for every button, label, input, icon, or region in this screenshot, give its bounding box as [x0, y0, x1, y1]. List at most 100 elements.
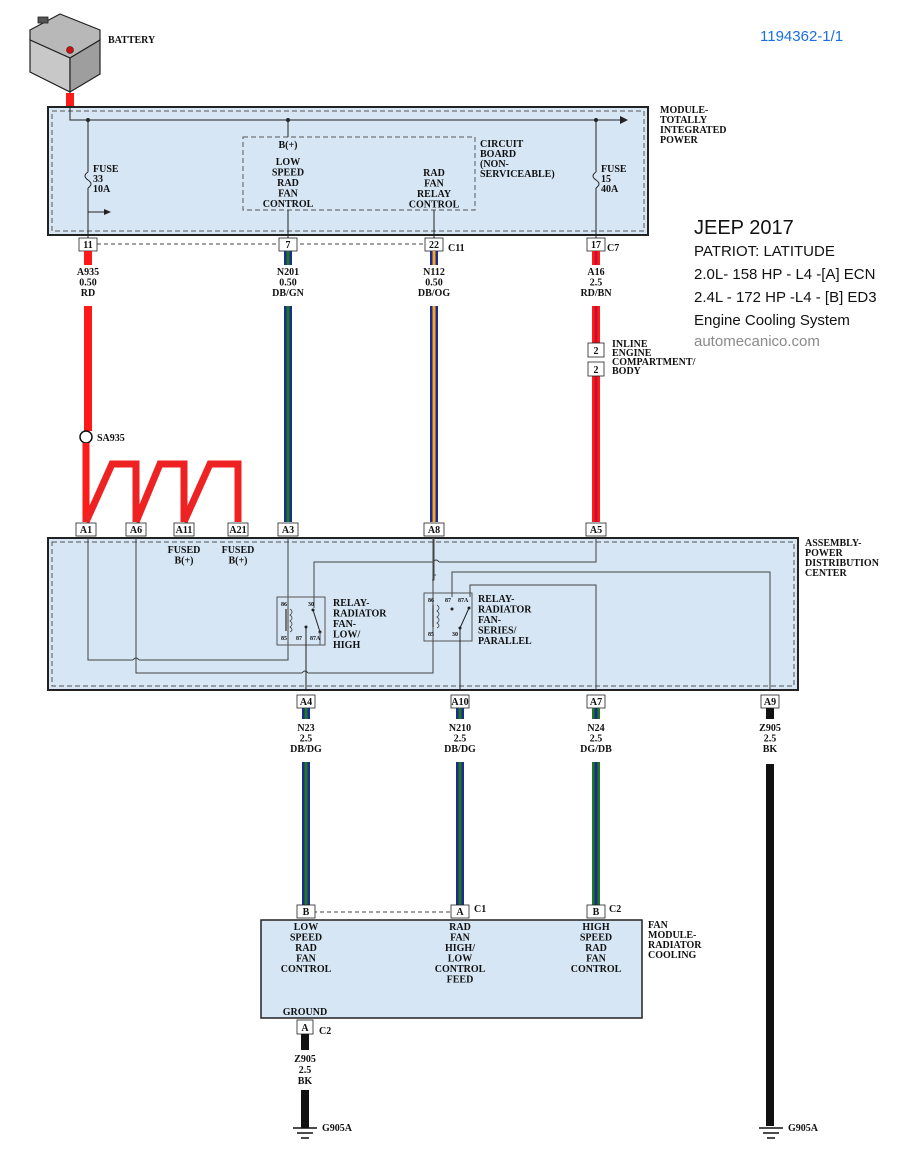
low-speed-line: FAN — [278, 189, 299, 200]
fuse15-text-line: 40A — [601, 184, 619, 195]
ground-icon — [293, 1127, 317, 1139]
relay-control-line: RAD — [423, 168, 445, 179]
pdc-name-line: CENTER — [805, 568, 847, 579]
wire-label: 0.50 — [79, 278, 97, 289]
fan-module — [260, 919, 643, 1019]
ground-connector-label: C2 — [319, 1026, 331, 1037]
title-engine-a: 2.0L- 158 HP - L4 -[A] ECN — [694, 266, 876, 283]
circuit-board — [242, 136, 476, 211]
wire-label: DB/DG — [290, 744, 322, 755]
pdc-inner-border — [51, 541, 795, 687]
fan-feed-line: RAD — [449, 922, 471, 933]
circuit-board-line: CIRCUIT — [480, 139, 524, 150]
tipm-name-line: POWER — [660, 135, 699, 146]
wire-a16-stripe — [594, 376, 598, 522]
wire-a16-stripe — [594, 306, 598, 343]
connector-c11-label: C11 — [448, 243, 465, 254]
wire-label: N201 — [277, 267, 299, 278]
bottom-wires: N232.5DB/DGN2102.5DB/DGN242.5DG/DBZ9052.… — [290, 708, 781, 1126]
relay-control-line: CONTROL — [409, 200, 460, 211]
relay-low-high-line: HIGH — [333, 640, 360, 651]
top-wires: A9350.50RDN2010.50DB/GNN1120.50DB/OGA162… — [77, 251, 612, 522]
tipm-name-line: MODULE- — [660, 105, 708, 116]
inline-label-line: INLINE — [612, 339, 648, 350]
pdc-top-pin-label: A6 — [130, 525, 142, 536]
splice-feed-wires — [82, 443, 242, 524]
title-system: Engine Cooling System — [694, 312, 850, 329]
fuse33-text-line: 10A — [93, 184, 111, 195]
ground-label-left: G905A — [322, 1123, 353, 1134]
wire-n112-stripe — [432, 306, 436, 522]
pdc-top-pin — [75, 522, 97, 537]
tipm-pin-label: 17 — [591, 240, 601, 251]
tipm-pin-label: 11 — [83, 240, 92, 251]
pdc-top-pin-label: A1 — [80, 525, 92, 536]
ground-wire — [301, 1090, 309, 1128]
inline-pin-top: 2 — [594, 346, 599, 357]
pdc-top-pin-label: A21 — [229, 525, 246, 536]
fan-low-line: LOW — [294, 922, 318, 933]
relay-terminal: 87A — [310, 636, 321, 642]
wire-label: N210 — [449, 723, 471, 734]
relay-series-line: RADIATOR — [478, 605, 532, 616]
document-id: 1194362-1/1 — [760, 28, 844, 45]
pdc-internal-wiring — [87, 538, 771, 690]
title-block: JEEP 2017 PATRIOT: LATITUDE 2.0L- 158 HP… — [694, 216, 877, 352]
fuse-icon — [84, 171, 92, 189]
wire-label: A16 — [587, 267, 604, 278]
splice-icon — [79, 430, 93, 444]
ground-pin-label: A — [301, 1023, 309, 1034]
fan-feed-line: HIGH/ — [445, 943, 475, 954]
relay-low-high-line: RADIATOR — [333, 609, 387, 620]
circuit-board-line: BOARD — [480, 149, 516, 160]
fan-pin-label: A — [456, 907, 464, 918]
wire-a16-stripe — [594, 251, 598, 265]
relay-series-parallel — [423, 592, 473, 690]
wire-label: Z905 — [759, 723, 781, 734]
tipm-pin-label: 22 — [429, 240, 439, 251]
fan-pin — [586, 904, 606, 919]
fan-name-line: RADIATOR — [648, 940, 702, 951]
relay-series-line: PARALLEL — [478, 636, 532, 647]
fan-connector-c2-label: C2 — [609, 904, 621, 915]
wire-n112-stripe — [432, 251, 436, 265]
fan-pin — [296, 904, 316, 919]
wire-a935 — [84, 251, 92, 265]
relay-terminal: 87A — [458, 598, 469, 604]
wire-n24-stripe — [594, 762, 598, 905]
wire-n24-stripe — [594, 708, 598, 719]
wire-n201-stripe — [286, 306, 290, 522]
fused-label-line: FUSED — [222, 545, 255, 556]
fan-name-line: MODULE- — [648, 930, 696, 941]
pdc-top-pin — [227, 522, 249, 537]
pdc-top-pin-label: A11 — [176, 525, 193, 536]
wire-label: N24 — [587, 723, 604, 734]
wire-n210-stripe — [458, 762, 462, 905]
fused-label-line: B(+) — [174, 556, 193, 567]
fan-high-line: SPEED — [580, 933, 612, 944]
pdc-name-line: DISTRIBUTION — [805, 558, 880, 569]
wire-label: 2.5 — [590, 734, 603, 745]
branch-arrow-icon — [104, 209, 111, 215]
wire-label: N112 — [423, 267, 445, 278]
fan-high-line: HIGH — [582, 922, 609, 933]
relay-terminal: 87 — [296, 636, 302, 642]
wire-a935 — [84, 306, 92, 431]
site-watermark: automecanico.com — [694, 333, 820, 350]
wire-n23-stripe — [304, 708, 308, 719]
pdc-top-pin-label: A3 — [282, 525, 294, 536]
relay-terminal: 87 — [445, 598, 451, 604]
relay-low-high-line: LOW/ — [333, 630, 360, 641]
pdc-name-line: POWER — [805, 548, 844, 559]
fan-feed-line: CONTROL — [435, 964, 486, 975]
wire-label: DB/DG — [444, 744, 476, 755]
wire-label: DB/OG — [418, 288, 450, 299]
